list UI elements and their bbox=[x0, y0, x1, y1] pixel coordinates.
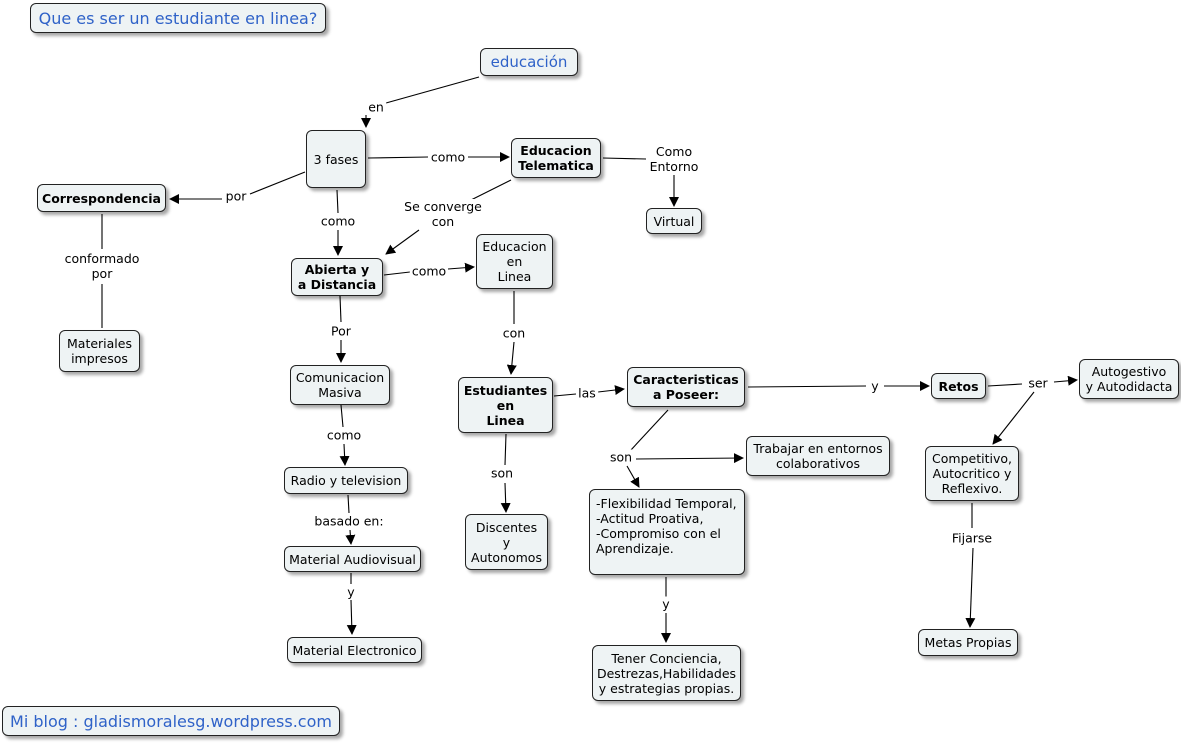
node-virtual[interactable]: Virtual bbox=[646, 208, 702, 234]
connector-arrow bbox=[635, 453, 744, 464]
link-label-como-entorno: Como Entorno bbox=[647, 144, 701, 174]
node-radio-television[interactable]: Radio y television bbox=[284, 467, 408, 494]
link-label-son: son bbox=[607, 449, 635, 465]
connector-arrow bbox=[992, 391, 1035, 445]
link-label-fijarse: Fijarse bbox=[949, 530, 995, 546]
node-abierta-distancia[interactable]: Abierta y a Distancia bbox=[291, 258, 383, 296]
map-title: Que es ser un estudiante en linea? bbox=[30, 3, 326, 33]
node-comunicacion-masiva[interactable]: Comunicacion Masiva bbox=[290, 365, 390, 405]
connector-arrow bbox=[500, 482, 511, 513]
link-label-conformado-por: conformado por bbox=[62, 251, 142, 281]
connector-line bbox=[383, 271, 411, 276]
node-material-electronico[interactable]: Material Electronico bbox=[287, 637, 422, 663]
link-label-y: y bbox=[660, 596, 672, 612]
node-metas-propias[interactable]: Metas Propias bbox=[918, 629, 1018, 656]
node-trabajar-entornos[interactable]: Trabajar en entornos colaborativos bbox=[746, 436, 890, 476]
link-label-se-converge: Se converge con bbox=[402, 199, 484, 229]
link-label-ser: ser bbox=[1026, 375, 1050, 391]
node-3-fases[interactable]: 3 fases bbox=[306, 130, 366, 188]
connector-line bbox=[629, 409, 669, 452]
node-material-audiovisual[interactable]: Material Audiovisual bbox=[284, 546, 421, 572]
node-educacion[interactable]: educación bbox=[480, 48, 578, 76]
connector-arrow bbox=[506, 341, 517, 375]
node-flexibilidad[interactable]: -Flexibilidad Temporal, -Actitud Proativ… bbox=[589, 489, 745, 575]
node-competitivo[interactable]: Competitivo, Autocritico y Reflexivo. bbox=[925, 446, 1019, 501]
link-label-en: en bbox=[366, 99, 386, 115]
node-educacion-en-linea[interactable]: Educacion en Linea bbox=[476, 234, 553, 289]
connector-line bbox=[249, 171, 306, 195]
node-caracteristicas[interactable]: Caracteristicas a Poseer: bbox=[627, 367, 745, 407]
connector-line bbox=[602, 157, 647, 160]
node-retos[interactable]: Retos bbox=[931, 373, 986, 399]
connector-line bbox=[466, 179, 512, 203]
connector-line bbox=[340, 404, 344, 428]
connector-arrow bbox=[1053, 375, 1078, 386]
link-label-como: como bbox=[409, 263, 449, 279]
connector-arrow bbox=[385, 229, 420, 255]
blog-link[interactable]: Mi blog : gladismoralesg.wordpress.com bbox=[2, 706, 340, 736]
node-correspondencia[interactable]: Correspondencia bbox=[37, 184, 166, 212]
connector-line bbox=[385, 76, 480, 104]
link-label-como: como bbox=[324, 427, 364, 443]
connector-line bbox=[336, 189, 339, 214]
connector-line bbox=[987, 383, 1023, 387]
connector-arrow bbox=[597, 385, 625, 395]
node-tener-conciencia[interactable]: Tener Conciencia, Destrezas,Habilidades … bbox=[592, 645, 741, 701]
link-label-como: como bbox=[428, 149, 468, 165]
link-label-las: las bbox=[576, 385, 598, 401]
link-label-y: y bbox=[869, 378, 881, 394]
connector-arrow bbox=[345, 529, 356, 545]
link-label-son: son bbox=[488, 465, 516, 481]
node-educacion-telematica[interactable]: Educacion Telematica bbox=[511, 138, 601, 178]
connector-arrow bbox=[447, 262, 475, 273]
connector-line bbox=[553, 393, 577, 397]
link-label-y: y bbox=[345, 584, 357, 600]
link-label-por: Por bbox=[329, 323, 353, 339]
link-label-basado-en: basado en: bbox=[312, 513, 386, 529]
node-estudiantes-en-linea[interactable]: Estudiantes en Linea bbox=[458, 377, 553, 433]
node-discentes-autonomos[interactable]: Discentes y Autonomos bbox=[465, 514, 548, 570]
connector-arrow bbox=[626, 465, 640, 488]
connector-arrow bbox=[346, 599, 357, 635]
connector-line bbox=[367, 156, 429, 159]
node-autogestivo[interactable]: Autogestivo y Autodidacta bbox=[1079, 359, 1179, 399]
link-label-por: por bbox=[223, 188, 249, 204]
connector-line bbox=[504, 433, 507, 466]
connector-line bbox=[747, 385, 867, 388]
connector-line bbox=[347, 494, 350, 514]
connector-arrow bbox=[339, 443, 350, 466]
node-materiales-impresos[interactable]: Materiales impresos bbox=[59, 330, 140, 372]
connector-line bbox=[339, 295, 342, 323]
connector-arrow bbox=[965, 547, 976, 628]
link-label-con: con bbox=[500, 325, 528, 341]
link-label-como: como bbox=[318, 213, 358, 229]
